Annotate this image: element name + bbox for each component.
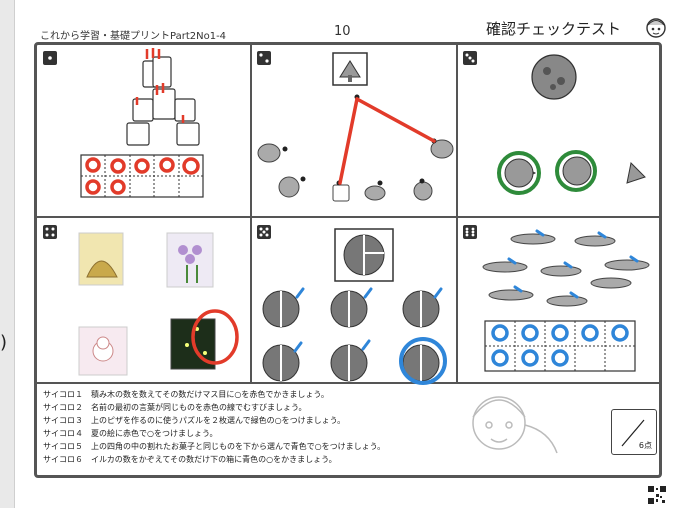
dice-4-icon [43, 225, 57, 239]
dice-2-icon [257, 51, 271, 65]
worksheet-header: これから学習・基礎プリントPart2No1-4 10 確認チェックテスト [34, 14, 666, 42]
test-title: 確認チェックテスト [486, 20, 622, 38]
left-page-edge-line [14, 0, 15, 508]
dice-6-icon [463, 225, 477, 239]
page-number: 10 [334, 24, 351, 39]
mascot-head-icon [646, 18, 666, 38]
season-pictures [78, 232, 239, 376]
mascot-girl-illustration [472, 396, 558, 454]
worksheet-frame: サイコロ１ 積み木の数を数えてその数だけマス目に○を赤色でかきましょう。 サイコ… [34, 42, 662, 478]
pizza-illustration [497, 54, 646, 195]
dice-3-icon [463, 51, 477, 65]
score-box: 6点 [611, 409, 657, 455]
instruction-dice-2: サイコロ２ 名前の最初の言葉が同じものを赤色の線でむすびましょう。 [43, 403, 307, 412]
instruction-dice-3: サイコロ３ 上のピザを作るのに使うパズルを２枚選んで緑色の○をつけましょう。 [43, 416, 346, 425]
worksheet-series-title: これから学習・基礎プリントPart2No1-4 [40, 31, 227, 42]
instruction-dice-4: サイコロ４ 夏の絵に赤色で○をつけましょう。 [43, 429, 218, 438]
left-page-edge [0, 0, 14, 508]
instruction-dice-6: サイコロ６ イルカの数をかぞえてその数だけ下の箱に青色の○をかきましょう。 [43, 455, 337, 464]
score-total: 6点 [638, 441, 652, 450]
dice-1-icon [43, 51, 57, 65]
stacked-blocks-illustration [126, 48, 200, 146]
instruction-dice-5: サイコロ５ 上の四角の中の割れたお菓子と同じものを下から選んで青色で○をつけまし… [43, 442, 386, 451]
cookie-pieces [262, 228, 447, 385]
side-mark: ) [0, 332, 8, 353]
dice-5-icon [257, 225, 271, 239]
dolphin-count-answer-grid [484, 320, 636, 372]
instruction-dice-1: サイコロ１ 積み木の数を数えてその数だけマス目に○を赤色でかきましょう。 [43, 390, 329, 399]
matching-illustration [257, 52, 454, 202]
worksheet-grid [37, 45, 659, 454]
dolphin-illustrations [482, 229, 650, 307]
score-slash [621, 419, 645, 447]
qr-code-icon [648, 486, 666, 504]
block-count-answer-grid [80, 154, 204, 198]
